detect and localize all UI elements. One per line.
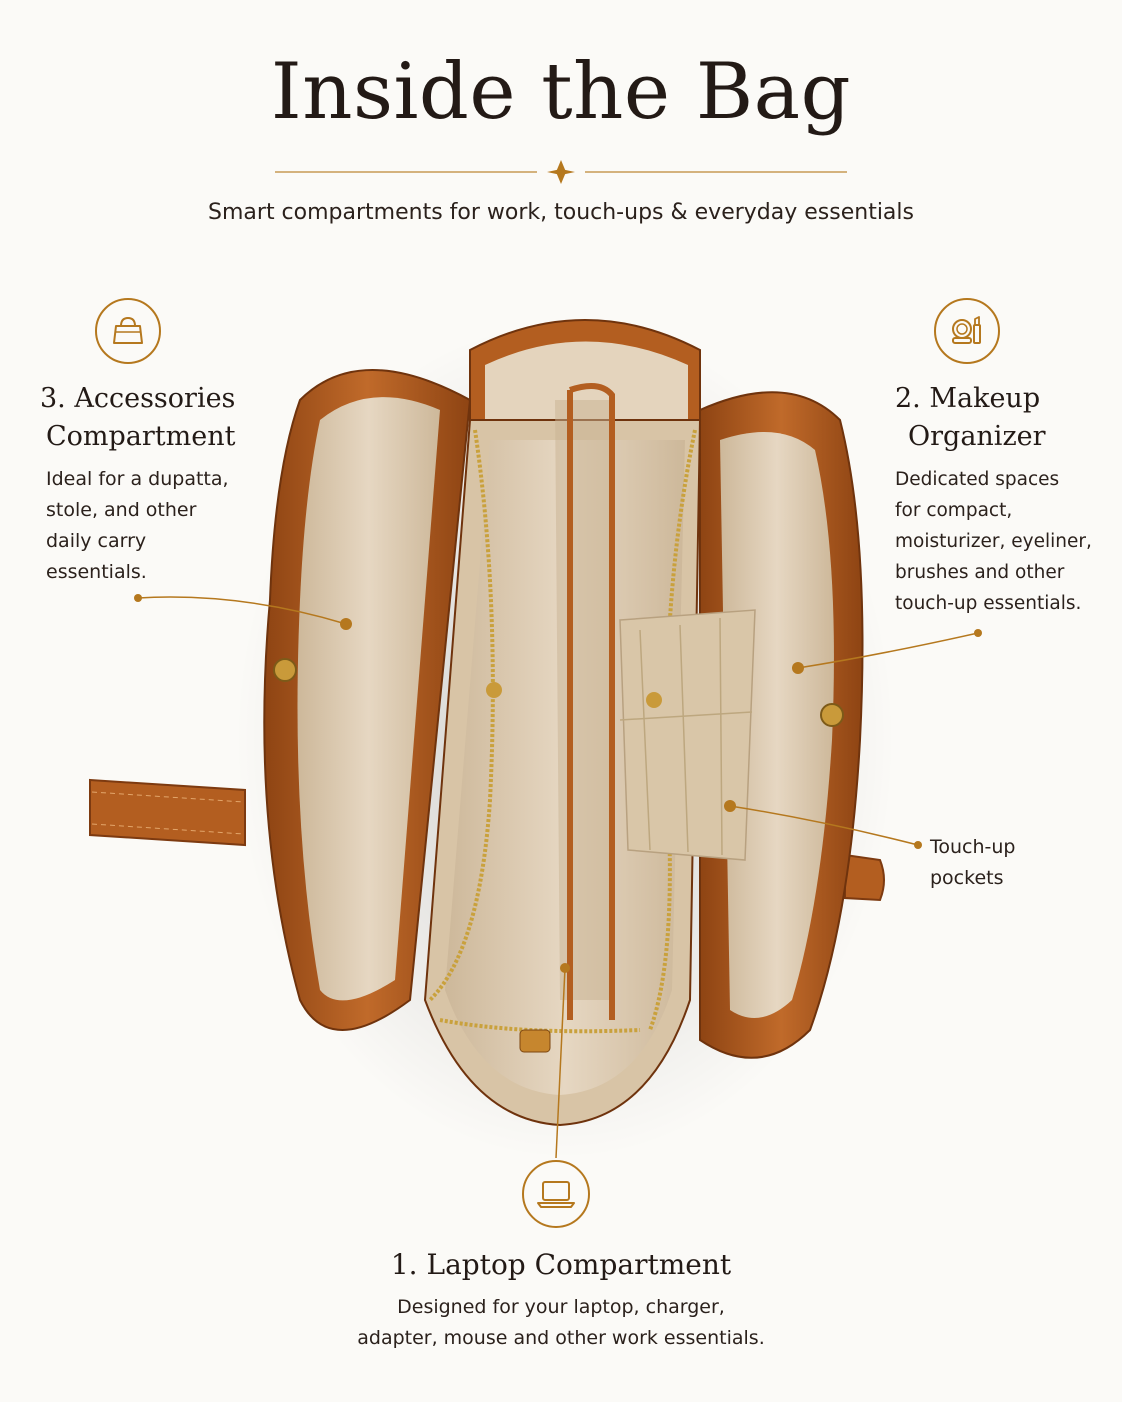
pockets-desc-line: Touch-up [930, 836, 1016, 858]
accessories-desc-line: stole, and other [46, 499, 197, 521]
makeup-desc-line: touch-up essentials. [895, 593, 1082, 614]
laptop-description: Designed for your laptop, charger, adapt… [0, 1292, 1122, 1354]
makeup-desc-line: for compact, [895, 500, 1013, 521]
makeup-heading-line2: Organizer [908, 421, 1046, 452]
accessories-desc-line: Ideal for a dupatta, [46, 468, 229, 490]
accessories-icon-ring [95, 298, 161, 364]
makeup-desc-line: brushes and other [895, 562, 1065, 583]
laptop-desc-line: Designed for your laptop, charger, [397, 1296, 725, 1318]
makeup-icon-ring [934, 298, 1000, 364]
page-title: Inside the Bag [270, 47, 852, 137]
laptop-desc-line: adapter, mouse and other work essentials… [357, 1327, 765, 1349]
accessories-desc-line: daily carry [46, 530, 147, 552]
accessories-heading-line2: Compartment [46, 421, 236, 452]
makeup-heading: 2. Makeup Organizer [895, 380, 1095, 456]
accessories-heading-line1: 3. Accessories [40, 383, 236, 414]
handbag-icon [113, 316, 143, 344]
page-subtitle: Smart compartments for work, touch-ups &… [208, 200, 914, 225]
ornament-divider [275, 160, 847, 184]
accessories-heading: 3. Accessories Compartment [40, 380, 235, 456]
laptop-icon-ring [522, 1160, 590, 1228]
laptop-heading: 1. Laptop Compartment [390, 1248, 732, 1281]
accessories-description: Ideal for a dupatta, stole, and other da… [46, 464, 229, 588]
makeup-description: Dedicated spaces for compact, moisturize… [895, 464, 1117, 619]
laptop-icon [537, 1181, 575, 1208]
pockets-desc-line: pockets [930, 867, 1004, 889]
compact-lipstick-icon [952, 316, 981, 344]
pockets-description: Touch-up pockets [930, 832, 1016, 894]
makeup-desc-line: Dedicated spaces [895, 469, 1060, 490]
makeup-desc-line: moisturizer, eyeliner, [895, 531, 1092, 552]
makeup-heading-line1: 2. Makeup [895, 383, 1041, 414]
accessories-desc-line: essentials. [46, 561, 147, 583]
